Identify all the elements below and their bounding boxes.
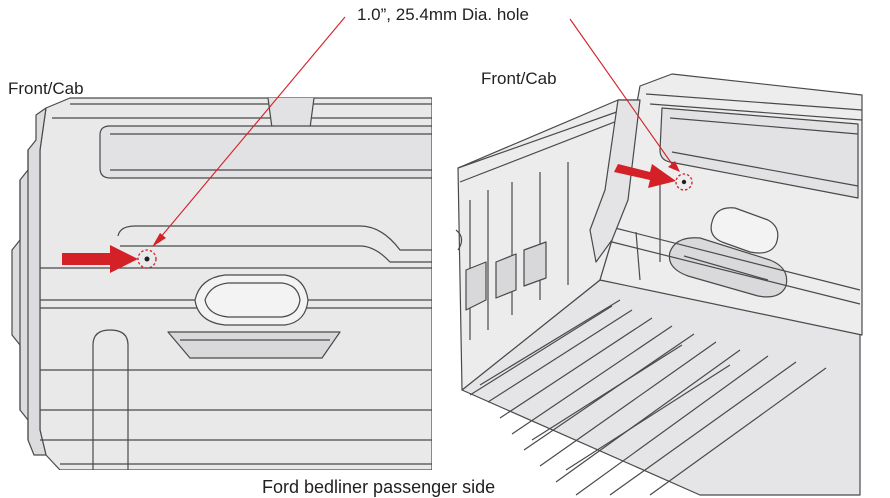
front-cab-label-right: Front/Cab [481,69,557,88]
right-side-bump [455,229,463,251]
figure-caption: Ford bedliner passenger side [262,477,496,497]
left-top-notch [267,97,315,129]
left-vertical-rib [92,329,129,470]
left-mid-rib [117,225,432,263]
right-front-rim [457,107,631,183]
hole-marker-right [675,173,693,191]
front-cab-label-left: Front/Cab [8,79,84,98]
left-tie-down [194,274,309,326]
right-floor-ribs-2 [469,305,731,471]
left-front-flange-edge [19,150,29,440]
right-upper-channel [659,107,859,199]
right-floor-ribs [479,299,827,496]
right-perspective-view [455,73,863,496]
hole-callout-label: 1.0”, 25.4mm Dia. hole [357,5,529,24]
right-front-pockets [465,241,547,311]
right-side-rim [645,93,863,121]
red-arrow-right [614,164,676,188]
right-side-ribs [611,170,861,305]
left-bottom-rails [40,369,432,465]
leader-arrowhead-right [668,161,680,172]
left-upper-channel-inner [110,133,432,171]
left-tie-down-inner [204,282,301,318]
left-top-rim [52,103,432,119]
leader-arrowhead-left [152,233,166,247]
left-side-view [11,97,432,470]
right-tie-down-inner [683,255,769,281]
right-corner-post [589,99,641,263]
right-upper-channel-inner [669,117,859,187]
right-pocket [710,207,779,254]
leader-line-right [569,18,673,165]
leader-line-left [159,16,346,239]
red-arrow-left [62,245,138,273]
callout-leaders [159,16,673,239]
left-upper-channel [99,125,432,179]
left-tie-down-shelf [167,331,341,359]
